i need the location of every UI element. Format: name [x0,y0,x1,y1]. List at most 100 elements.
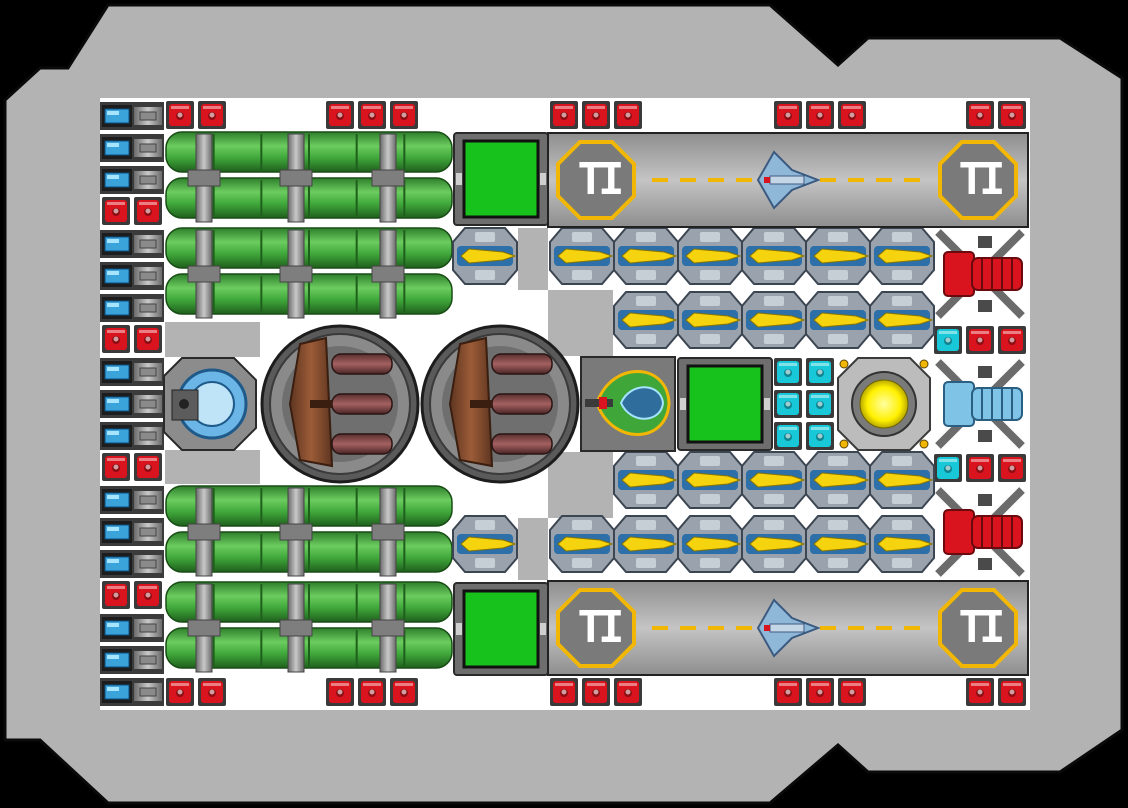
red-armor-block[interactable] [134,197,162,225]
missile-launcher[interactable] [613,227,679,285]
red-armor-block[interactable] [198,678,226,706]
red-armor-block[interactable] [134,325,162,353]
red-thruster[interactable] [935,487,1025,577]
red-thruster[interactable] [935,229,1025,319]
power-reactor[interactable] [837,357,931,451]
heavy-cannon-turret[interactable] [260,324,420,484]
shield-generator[interactable] [163,357,257,451]
cyan-armor-block[interactable] [774,390,802,418]
battery-cell[interactable] [100,422,164,450]
red-armor-block[interactable] [550,678,578,706]
heavy-cannon-turret[interactable] [420,324,580,484]
red-armor-block[interactable] [102,581,130,609]
cyan-armor-block[interactable] [806,422,834,450]
battery-cell[interactable] [100,390,164,418]
missile-launcher[interactable] [613,515,679,573]
red-armor-block[interactable] [166,101,194,129]
battery-cell[interactable] [100,518,164,546]
missile-launcher[interactable] [869,515,935,573]
cyan-armor-block[interactable] [934,326,962,354]
battery-cell[interactable] [100,102,164,130]
red-armor-block[interactable] [806,101,834,129]
cyan-armor-block[interactable] [774,358,802,386]
missile-launcher[interactable] [677,291,743,349]
cyan-armor-block[interactable] [934,454,962,482]
red-armor-block[interactable] [582,101,610,129]
missile-launcher[interactable] [452,227,518,285]
missile-launcher[interactable] [805,451,871,509]
red-armor-block[interactable] [838,101,866,129]
missile-launcher[interactable] [805,515,871,573]
red-armor-block[interactable] [998,454,1026,482]
red-armor-block[interactable] [614,101,642,129]
landing-pad[interactable] [677,357,773,451]
red-armor-block[interactable] [326,101,354,129]
battery-cell[interactable] [100,358,164,386]
missile-launcher[interactable] [741,451,807,509]
red-armor-block[interactable] [582,678,610,706]
red-armor-block[interactable] [998,101,1026,129]
red-armor-block[interactable] [326,678,354,706]
red-armor-block[interactable] [966,326,994,354]
red-armor-block[interactable] [806,678,834,706]
cyan-armor-block[interactable] [774,422,802,450]
runway[interactable] [547,132,1029,228]
missile-launcher[interactable] [677,227,743,285]
red-armor-block[interactable] [838,678,866,706]
red-armor-block[interactable] [102,197,130,225]
missile-launcher[interactable] [613,451,679,509]
missile-launcher[interactable] [869,291,935,349]
missile-launcher[interactable] [452,515,518,573]
battery-cell[interactable] [100,134,164,162]
runway[interactable] [547,580,1029,676]
red-armor-block[interactable] [998,678,1026,706]
battery-cell[interactable] [100,294,164,322]
missile-launcher[interactable] [549,227,615,285]
battery-cell[interactable] [100,486,164,514]
battery-cell[interactable] [100,166,164,194]
red-armor-block[interactable] [390,101,418,129]
red-armor-block[interactable] [390,678,418,706]
missile-launcher[interactable] [741,291,807,349]
ion-thruster[interactable] [935,359,1025,449]
red-armor-block[interactable] [550,101,578,129]
cockpit-bridge[interactable] [580,356,676,452]
docked-fighter[interactable] [756,150,821,210]
red-armor-block[interactable] [966,101,994,129]
battery-cell[interactable] [100,262,164,290]
battery-cell[interactable] [100,646,164,674]
missile-launcher[interactable] [741,227,807,285]
red-armor-block[interactable] [198,101,226,129]
battery-cell[interactable] [100,614,164,642]
red-armor-block[interactable] [134,453,162,481]
missile-launcher[interactable] [549,515,615,573]
red-armor-block[interactable] [774,678,802,706]
battery-cell[interactable] [100,678,164,706]
red-armor-block[interactable] [358,678,386,706]
missile-launcher[interactable] [805,291,871,349]
red-armor-block[interactable] [102,325,130,353]
red-armor-block[interactable] [774,101,802,129]
red-armor-block[interactable] [966,678,994,706]
red-armor-block[interactable] [998,326,1026,354]
red-armor-block[interactable] [966,454,994,482]
cyan-armor-block[interactable] [806,390,834,418]
red-armor-block[interactable] [102,453,130,481]
cyan-armor-block[interactable] [806,358,834,386]
battery-cell[interactable] [100,230,164,258]
missile-launcher[interactable] [677,451,743,509]
missile-launcher[interactable] [805,227,871,285]
red-armor-block[interactable] [166,678,194,706]
red-armor-block[interactable] [614,678,642,706]
missile-launcher[interactable] [869,451,935,509]
landing-pad[interactable] [453,582,549,676]
missile-launcher[interactable] [869,227,935,285]
battery-cell[interactable] [100,550,164,578]
landing-pad[interactable] [453,132,549,226]
docked-fighter[interactable] [756,598,821,658]
missile-launcher[interactable] [613,291,679,349]
missile-launcher[interactable] [741,515,807,573]
red-armor-block[interactable] [358,101,386,129]
missile-launcher[interactable] [677,515,743,573]
